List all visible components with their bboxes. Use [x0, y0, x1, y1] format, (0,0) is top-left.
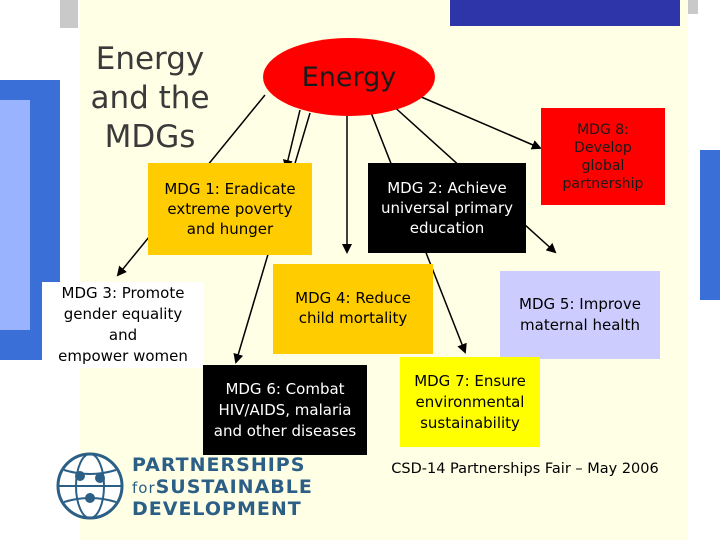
mdg5-label: MDG 5: Improve maternal health	[519, 295, 641, 334]
mdg8-label: MDG 8: Develop global partnership	[562, 121, 644, 192]
mdg2-label: MDG 2: Achieve universal primary educati…	[380, 179, 514, 237]
logo-line-sustainable: forSUSTAINABLE	[132, 476, 313, 498]
mdg4-label: MDG 4: Reduce child mortality	[295, 289, 411, 327]
mdg2-node: MDG 2: Achieve universal primary educati…	[368, 163, 526, 253]
decor-block-right-gray	[688, 0, 698, 14]
decor-block-right-blue	[700, 150, 720, 300]
arrow-to-mdg1	[283, 109, 301, 170]
mdg6-label: MDG 6: Combat HIV/AIDS, malaria and othe…	[213, 379, 357, 440]
decor-block-light-left	[0, 100, 30, 330]
center-energy-node: Energy	[263, 38, 435, 116]
logo-line-development: DEVELOPMENT	[132, 498, 302, 520]
decor-block-top-gray	[60, 0, 78, 28]
mdg5-node: MDG 5: Improve maternal health	[500, 271, 660, 359]
partnerships-logo: PARTNERSHIPS forSUSTAINABLE DEVELOPMENT	[50, 448, 312, 526]
mdg1-node: MDG 1: Eradicate extreme poverty and hun…	[148, 163, 312, 255]
arrow-to-mdg7	[404, 89, 542, 150]
slide-title: Energy and the MDGs	[90, 41, 210, 155]
footer-text: CSD-14 Partnerships Fair – May 2006	[391, 461, 659, 477]
mdg4-node: MDG 4: Reduce child mortality	[273, 264, 433, 354]
mdg6-node: MDG 6: Combat HIV/AIDS, malaria and othe…	[203, 365, 367, 455]
decor-block-top-blue	[450, 0, 680, 26]
mdg7-label: MDG 7: Ensure environmental sustainabili…	[414, 371, 526, 432]
mdg1-label: MDG 1: Eradicate extreme poverty and hun…	[164, 180, 296, 238]
logo-word-for: for	[132, 479, 156, 497]
logo-line-partnerships: PARTNERSHIPS	[132, 454, 306, 476]
logo-word-sustainable: SUSTAINABLE	[155, 476, 313, 498]
mdg3-label: MDG 3: Promote gender equality and empow…	[58, 284, 188, 365]
globe-icon	[56, 452, 124, 520]
mdg8-node: MDG 8: Develop global partnership	[541, 108, 665, 205]
center-energy-label: Energy	[301, 61, 397, 93]
mdg7-node: MDG 7: Ensure environmental sustainabili…	[400, 357, 540, 447]
mdg3-node: MDG 3: Promote gender equality and empow…	[42, 282, 204, 368]
